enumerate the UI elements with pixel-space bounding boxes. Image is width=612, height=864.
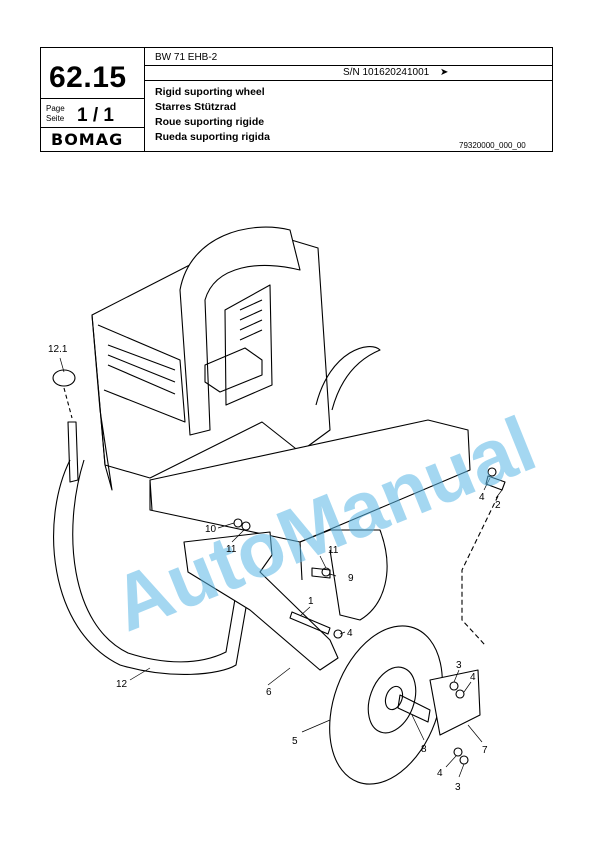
callout-11: 11 (328, 545, 339, 556)
callout-7: 7 (482, 745, 488, 756)
callout-6: 6 (266, 687, 272, 698)
callout-3: 3 (456, 660, 462, 671)
callout-4: 4 (347, 628, 353, 639)
callout-2: 2 (495, 500, 501, 511)
callout-12: 12 (116, 679, 128, 690)
seite-label: Seite (46, 114, 65, 123)
callout-9: 9 (348, 573, 354, 584)
axle (397, 694, 431, 723)
divider (144, 80, 553, 81)
callout-11: 11 (226, 544, 237, 555)
washer-4b (333, 629, 343, 639)
divider (144, 48, 145, 152)
bolt-1 (289, 611, 331, 635)
page-label: Page (46, 104, 65, 113)
frame-side-plate (91, 314, 113, 491)
document-number: 79320000_000_00 (459, 141, 526, 150)
callout-5: 5 (292, 736, 298, 747)
arrow-icon: ➤ (439, 67, 449, 78)
frame-front-bar (97, 324, 186, 423)
title-en: Rigid suporting wheel (155, 86, 265, 98)
washer-4a (487, 467, 497, 477)
serial-text: S/N 101620241001 (343, 67, 430, 78)
title-block: 62.15 Page Seite 1 / 1 BOMAG BW 71 EHB-2… (40, 47, 553, 152)
assembly-line (461, 495, 499, 646)
title-fr: Roue suporting rigide (155, 116, 265, 128)
callout-1: 1 (308, 596, 314, 607)
washer-4c (455, 689, 465, 699)
model-name: BW 71 EHB-2 (155, 52, 218, 63)
assembly-line (63, 387, 73, 419)
wheel-hub (367, 666, 417, 734)
guard-arc (315, 346, 381, 411)
callout-4: 4 (479, 492, 485, 503)
cross-beam (149, 419, 471, 543)
page-value: 1 / 1 (77, 105, 114, 126)
page-number: 62.15 (49, 61, 127, 94)
callout-8: 8 (421, 744, 427, 755)
divider (144, 65, 553, 66)
handle-arch (179, 226, 301, 436)
nut-11a (241, 521, 251, 531)
bolt-9 (311, 567, 331, 579)
washer-4d (453, 747, 463, 757)
callout-12-1: 12.1 (48, 344, 68, 355)
fork-plate (429, 669, 481, 736)
callout-4: 4 (470, 672, 476, 683)
callout-4: 4 (437, 768, 443, 779)
callout-3: 3 (455, 782, 461, 793)
callout-10: 10 (205, 524, 217, 535)
serial-number: S/N 101620241001 ➤ (343, 67, 448, 78)
title-es: Rueda suporting rigida (155, 131, 270, 143)
parts-diagram: AutoManual 12.1 4 2 10 11 11 9 1 4 12 6 … (48, 226, 547, 793)
nut-3b (459, 755, 469, 765)
divider (41, 127, 144, 128)
title-de: Starres Stützrad (155, 101, 237, 113)
cap-12-1 (52, 369, 76, 387)
lower-bracket (299, 529, 388, 621)
brand-logo: BOMAG (51, 130, 124, 149)
divider (41, 98, 144, 99)
strut-bar (183, 531, 339, 671)
pivot-plate (67, 421, 79, 483)
